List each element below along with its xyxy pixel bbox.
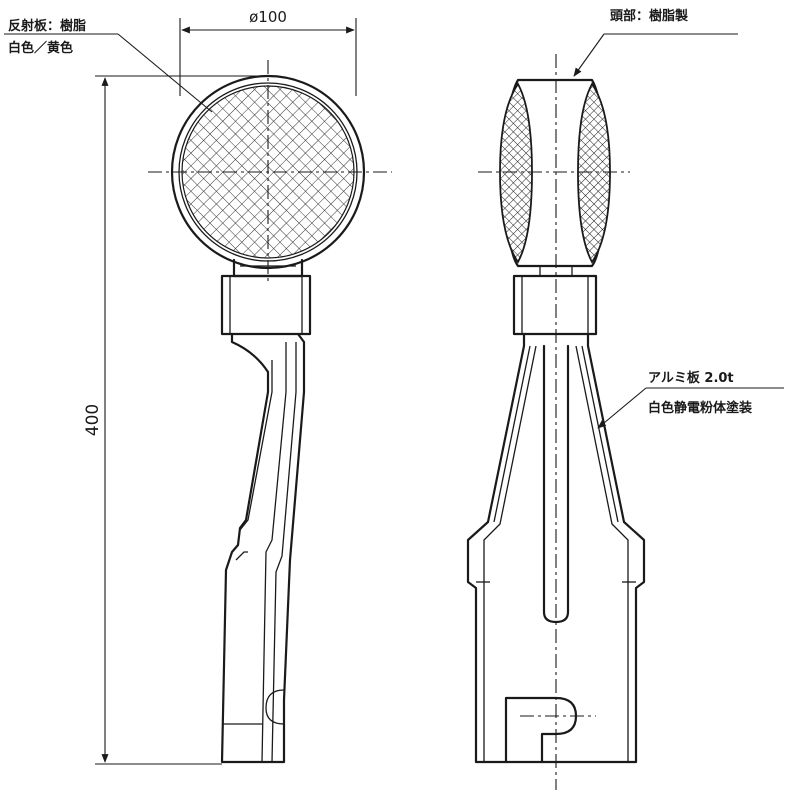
diameter-dimension: ø100 — [179, 8, 357, 96]
post-side — [220, 332, 306, 764]
head-material-label: 頭部：樹脂製 — [610, 8, 688, 24]
front-view: ø100 400 反射板：樹脂 白色／黄色 — [4, 8, 392, 765]
diameter-value: ø100 — [249, 8, 287, 26]
head-leader: 頭部：樹脂製 — [573, 8, 738, 77]
height-dimension: 400 — [83, 75, 268, 765]
plate-finish-label: 白色静電粉体塗装 — [648, 400, 752, 416]
collar — [220, 274, 312, 336]
reflector-material-label: 反射板：樹脂 — [8, 18, 86, 34]
plate-spec-label: アルミ板 2.0t — [648, 370, 734, 386]
side-collar — [512, 274, 598, 336]
reflector-color-label: 白色／黄色 — [8, 40, 73, 56]
reflector-leader: 反射板：樹脂 白色／黄色 — [4, 18, 213, 113]
head — [499, 78, 611, 276]
side-view: 頭部：樹脂製 アルミ板 2.0t 白色静電粉体塗装 — [466, 8, 784, 790]
plate-leader: アルミ板 2.0t 白色静電粉体塗装 — [597, 370, 784, 429]
height-value: 400 — [83, 404, 103, 436]
